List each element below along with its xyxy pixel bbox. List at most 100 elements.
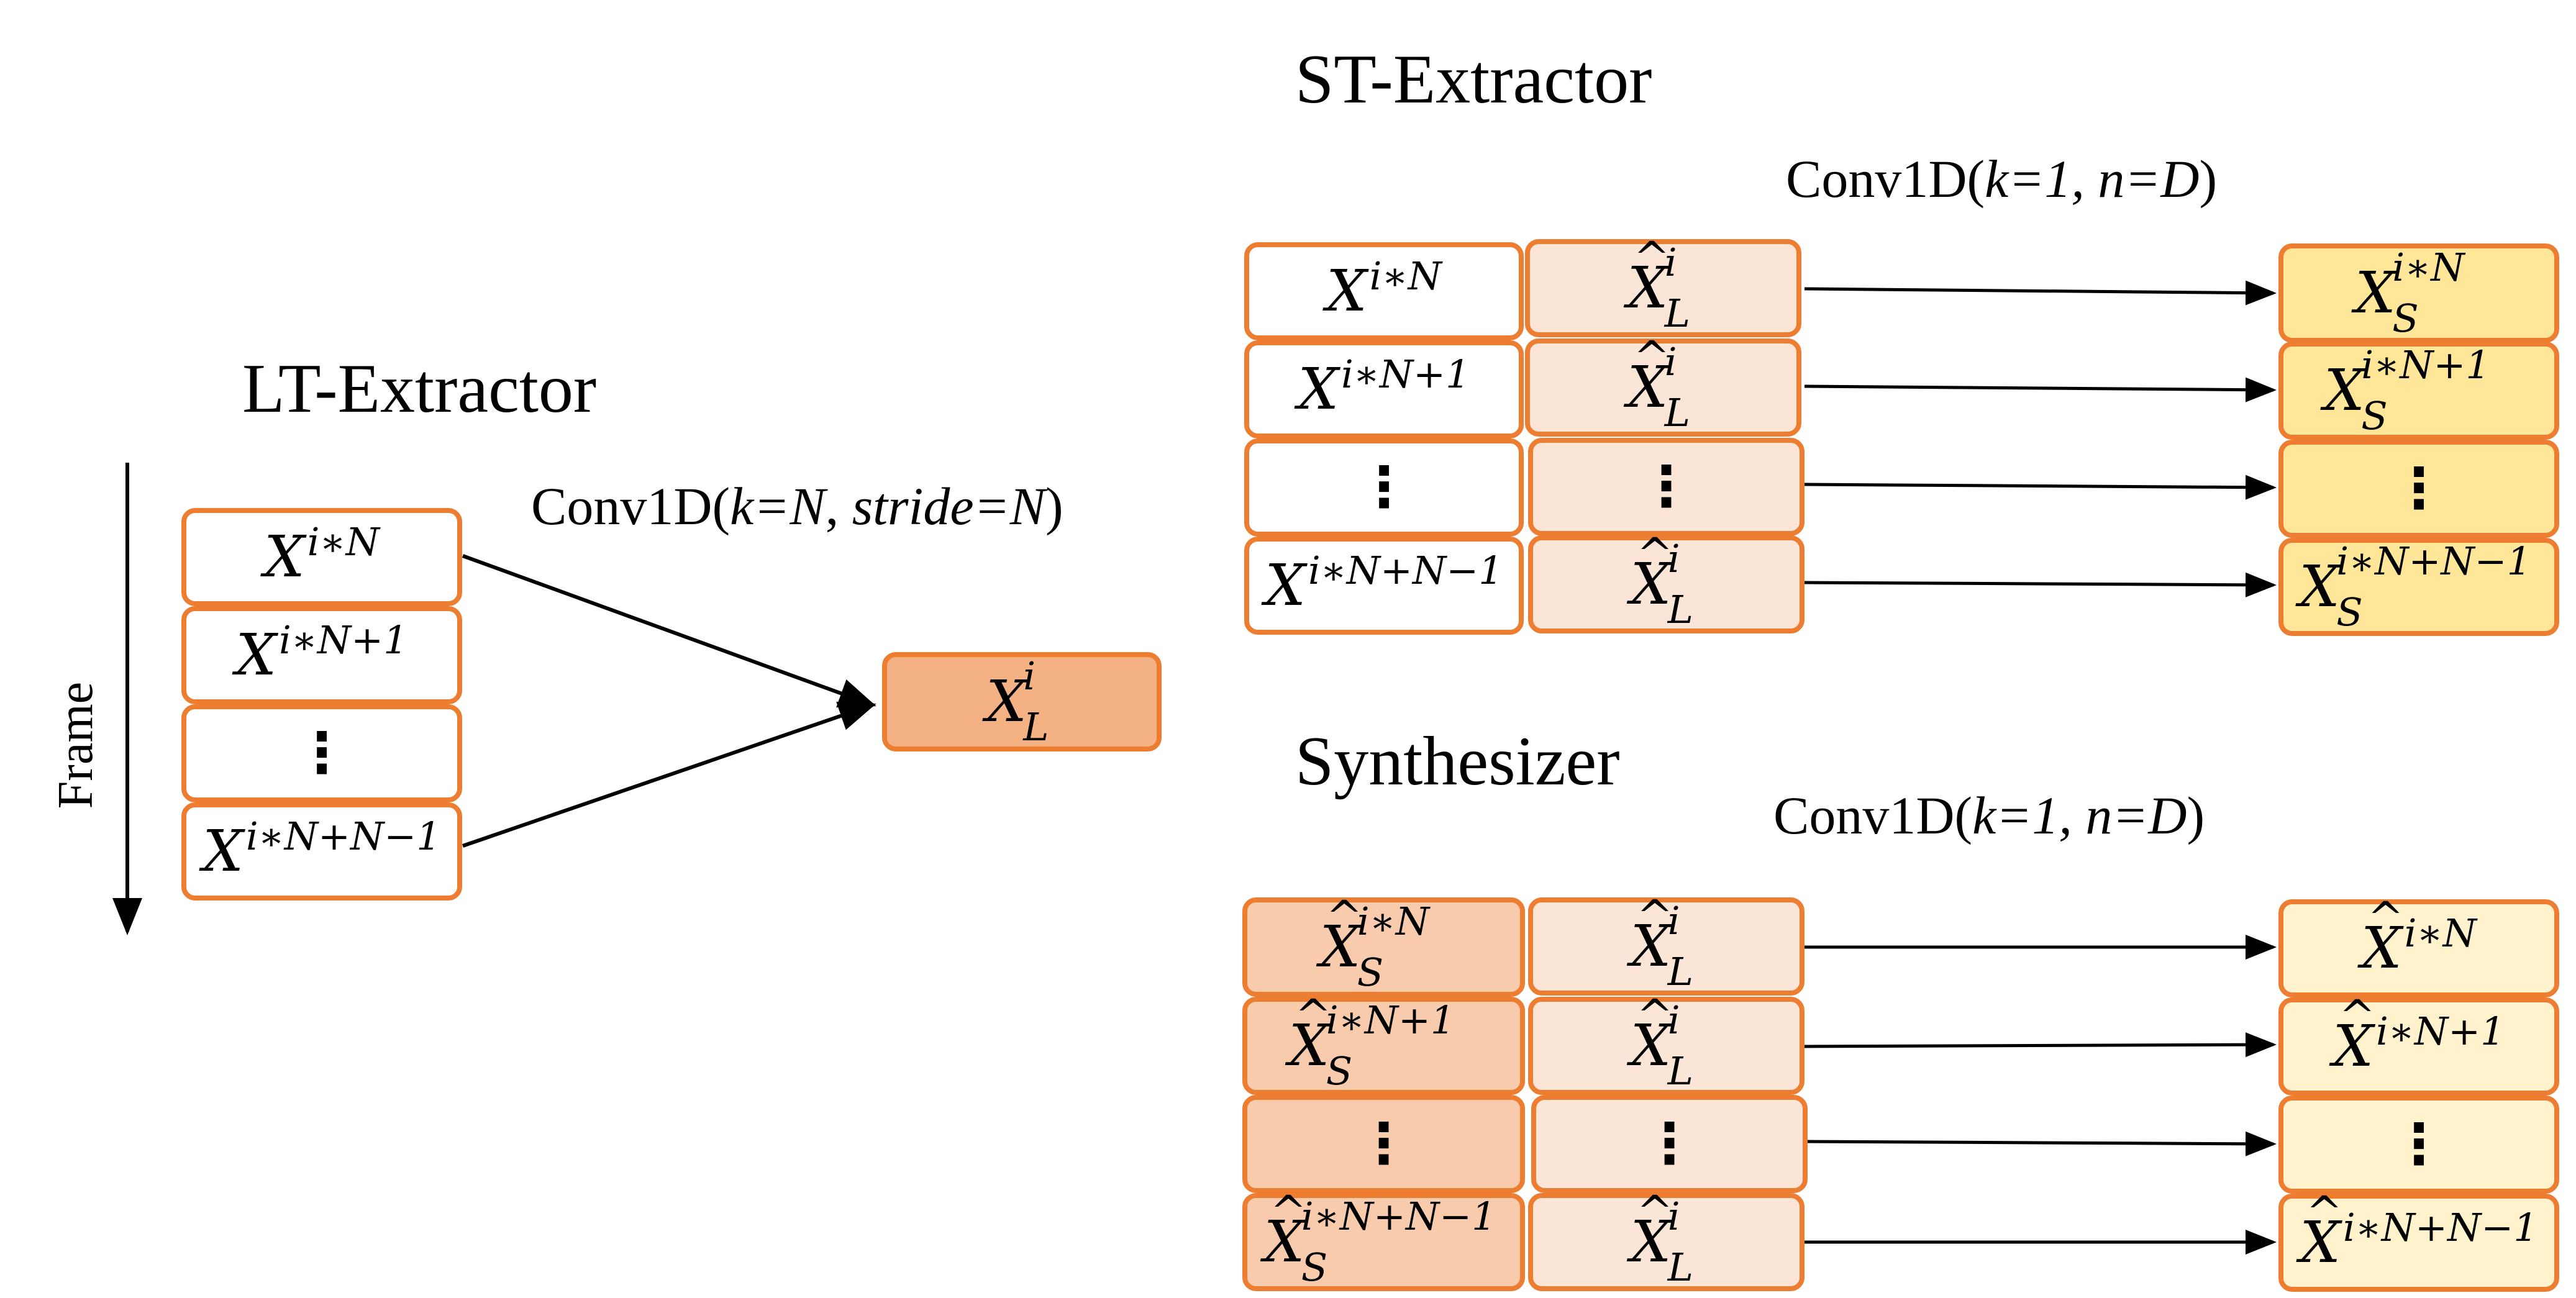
lt-arrow-bottom [462, 701, 876, 848]
lt-out-sup: i [1023, 653, 1036, 699]
lt-input-frame-first: Xi∗N [181, 508, 462, 606]
hat-accent: ^ [2306, 1187, 2342, 1238]
st-x-sup: i∗N+N−1 [1308, 548, 1503, 593]
feat-sub: L [1667, 587, 1693, 632]
hat-accent: ^ [1633, 332, 1670, 383]
feat-var: X [1627, 354, 1668, 420]
lt-arrow-top [462, 554, 876, 708]
st-out-sub: S [2361, 393, 2388, 438]
lt-conv-suffix: ) [1045, 476, 1063, 536]
lt-input-frame-ellipsis: ⋮ [181, 704, 462, 802]
feat-var: X [1630, 1012, 1672, 1079]
hat-accent: ^ [2367, 892, 2404, 943]
feat-sup: i [1667, 1194, 1680, 1239]
syn-conv-suffix: ) [2187, 786, 2205, 845]
lt-out-var: X [986, 668, 1027, 735]
syn-in-sub: S [1301, 1245, 1328, 1290]
vertical-ellipsis: ⋮ [1356, 455, 1412, 520]
synthesizer-title: Synthesizer [1295, 723, 1620, 800]
lt-conv-label: Conv1D(k=N, stride=N) [531, 479, 1063, 533]
st-x-var: X [1265, 552, 1306, 619]
st-output-ellipsis: ⋮ [2278, 440, 2559, 538]
syn-output-4: ^Xi∗N+N−1 [2278, 1187, 2559, 1292]
lt-x-var: X [235, 622, 276, 688]
lt-x-sup: i∗N+1 [278, 617, 408, 663]
lt-x-sup: i∗N+N−1 [245, 814, 441, 859]
hat-accent: ^ [2339, 991, 2376, 1042]
lt-input-frame-second: Xi∗N+1 [181, 606, 462, 704]
feat-sub: L [1667, 1245, 1693, 1290]
st-out-var: X [2355, 260, 2396, 326]
vertical-ellipsis: ⋮ [1641, 1111, 1698, 1176]
syn-output-ellipsis: ⋮ [2278, 1096, 2559, 1194]
feat-var: X [1630, 551, 1672, 617]
st-input-frame-second: Xi∗N+1 [1244, 340, 1524, 438]
feat-sup: i [1664, 339, 1677, 384]
st-out-var: X [2299, 553, 2340, 620]
lt-x-sup: i∗N [307, 519, 380, 565]
st-x-sup: i∗N [1369, 253, 1442, 299]
hat-accent: ^ [1636, 990, 1673, 1041]
lt-conv-prefix: Conv1D( [531, 476, 730, 536]
syn-conv-label: Conv1D(k=1, n=D) [1773, 789, 2205, 842]
lt-conv-stride: stride=N [852, 476, 1045, 536]
syn-in-sup: i∗N+1 [1326, 997, 1455, 1043]
syn-arrow-row3 [1804, 1131, 2277, 1156]
st-conv-label: Conv1D(k=1, n=D) [1786, 152, 2217, 206]
lt-out-sub: L [1023, 704, 1049, 750]
vertical-ellipsis: ⋮ [2391, 456, 2447, 521]
st-arrow-row4 [1804, 572, 2277, 597]
vertical-ellipsis: ⋮ [2391, 1112, 2447, 1177]
feat-sub: L [1667, 1048, 1693, 1094]
syn-conv-args: k=1, n=D [1972, 786, 2187, 845]
lt-input-frame-last: Xi∗N+N−1 [181, 802, 462, 901]
st-x-sup: i∗N+1 [1340, 352, 1470, 397]
feat-sup: i [1667, 536, 1680, 581]
lt-x-var: X [203, 818, 243, 884]
st-out-sup: i∗N+1 [2361, 342, 2490, 388]
lt-extractor-title: LT-Extractor [242, 350, 597, 427]
feat-sup: i [1667, 997, 1680, 1043]
st-x-var: X [1298, 356, 1339, 422]
st-out-sub: S [2336, 589, 2363, 635]
hat-accent: ^ [1326, 891, 1363, 942]
st-arrow-row3 [1804, 474, 2277, 500]
st-lt-feature-ellipsis: ⋮ [1528, 438, 1805, 536]
st-input-frame-ellipsis: ⋮ [1244, 438, 1524, 537]
vertical-ellipsis: ⋮ [1355, 1111, 1412, 1176]
feat-var: X [1630, 1209, 1672, 1275]
st-conv-prefix: Conv1D( [1786, 149, 1985, 209]
st-input-frame-first: Xi∗N [1244, 242, 1524, 340]
st-extractor-title: ST-Extractor [1295, 41, 1652, 118]
st-out-var: X [2324, 357, 2365, 424]
hat-accent: ^ [1295, 990, 1332, 1041]
vertical-ellipsis: ⋮ [294, 720, 350, 786]
hat-accent: ^ [1636, 1186, 1673, 1237]
hat-accent: ^ [1636, 529, 1673, 579]
syn-in-sub: S [1357, 950, 1384, 995]
syn-out-sup: i∗N [2404, 910, 2477, 956]
vertical-ellipsis: ⋮ [1638, 454, 1695, 519]
st-input-frame-last: Xi∗N+N−1 [1244, 537, 1524, 635]
st-out-sub: S [2392, 296, 2419, 341]
feat-sup: i [1664, 240, 1677, 285]
hat-accent: ^ [1633, 232, 1670, 283]
syn-out-var: X [2300, 1209, 2341, 1276]
hat-accent: ^ [1270, 1186, 1307, 1237]
feat-sup: i [1667, 898, 1680, 943]
st-arrow-row2 [1804, 377, 2277, 402]
feat-sub: L [1667, 949, 1693, 994]
syn-out-var: X [2361, 915, 2402, 981]
syn-conv-prefix: Conv1D( [1773, 786, 1973, 845]
